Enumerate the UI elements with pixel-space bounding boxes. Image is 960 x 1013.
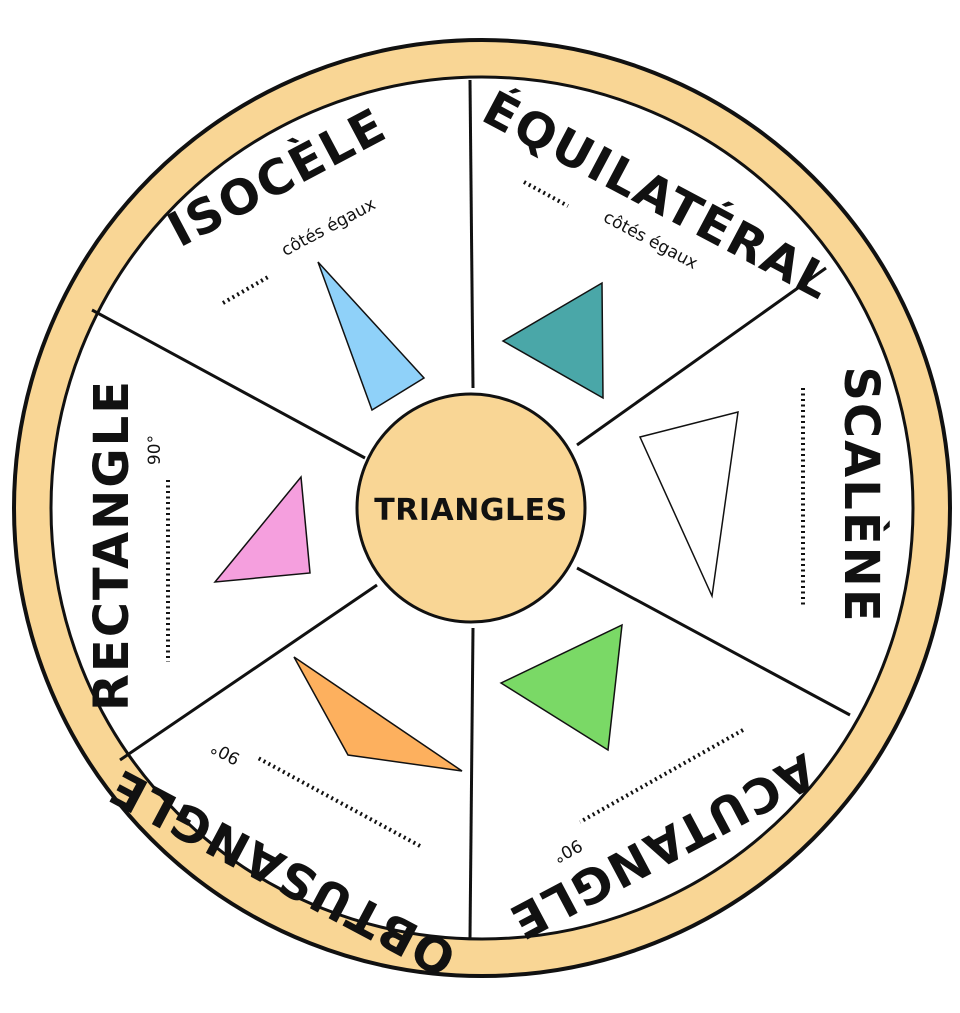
divider-top [468, 79, 475, 389]
segment-hint: 90° [145, 435, 165, 465]
isosceles-triangle-icon [317, 261, 426, 412]
divider-bottom [468, 627, 475, 939]
right-triangle-icon [213, 475, 311, 583]
obtuse-triangle-icon [293, 656, 463, 772]
segment-scalene: SCALÈNE [638, 366, 890, 624]
segment-title: SCALÈNE [833, 366, 890, 623]
divider-lower-right [576, 566, 851, 717]
divider-upper-right [576, 266, 827, 447]
scalene-triangle-icon [638, 410, 739, 599]
acute-triangle-icon [499, 623, 623, 752]
center-hub [355, 392, 587, 624]
fill-in-dotted-line [579, 728, 744, 824]
divider-upper-left [91, 308, 366, 460]
segment-title: RECTANGLE [84, 379, 140, 711]
equilateral-triangle-icon [501, 281, 604, 400]
segment-rectangle: RECTANGLE 90° [84, 379, 311, 711]
divider-lower-left [119, 583, 378, 762]
center-label: TRIANGLES [374, 493, 567, 528]
